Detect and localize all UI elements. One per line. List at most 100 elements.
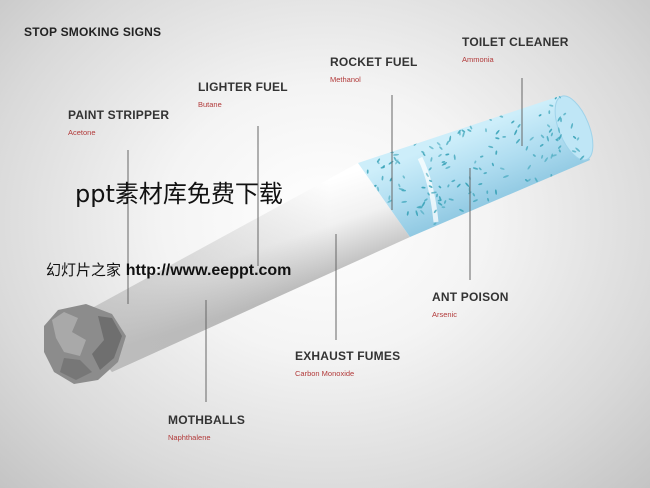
ash-tip-highlight: [52, 312, 86, 356]
filter-speck: [557, 116, 561, 122]
filter-speck: [544, 157, 549, 163]
watermark-url[interactable]: http://www.eeppt.com: [125, 262, 292, 279]
filter-speck: [427, 192, 430, 196]
filter-speck: [422, 152, 426, 157]
filter-speck: [393, 156, 397, 162]
cigarette-paper-shade: [70, 163, 410, 372]
filter-speck: [532, 154, 536, 157]
filter-speck: [573, 135, 577, 139]
filter-speck: [563, 112, 567, 116]
filter-speck: [445, 166, 451, 169]
watermark-line-1: ppt素材库免费下载: [75, 180, 283, 208]
filter-speck: [478, 183, 483, 186]
filter-end: [554, 95, 594, 161]
filter-speck: [514, 129, 518, 136]
label-name: EXHAUST FUMES: [295, 349, 401, 363]
filter-speck: [467, 129, 472, 132]
filter-speck: [382, 165, 385, 168]
label-chemical: Naphthalene: [168, 433, 211, 442]
filter-speck: [488, 145, 494, 149]
filter-speck: [451, 179, 456, 183]
filter-speck: [495, 150, 498, 155]
watermark-site-name: 幻灯片之家: [46, 261, 126, 279]
filter-speck: [398, 188, 405, 191]
filter-speck: [447, 184, 450, 188]
filter-speck: [421, 186, 426, 189]
filter-speck: [443, 200, 447, 204]
label-toilet-cleaner: TOILET CLEANER Ammonia: [462, 35, 569, 64]
filter-speck: [472, 199, 478, 203]
filter-speck: [548, 128, 553, 133]
filter-speck: [438, 185, 442, 189]
filter-speck: [499, 167, 505, 170]
filter-speck: [438, 196, 442, 202]
label-ant-poison: ANT POISON Arsenic: [432, 290, 509, 319]
filter-speck: [436, 193, 438, 198]
filter-speck: [381, 175, 384, 181]
ash-tip-dark: [60, 358, 92, 380]
filter-speck: [415, 210, 419, 217]
label-name: MOTHBALLS: [168, 413, 246, 427]
filter-speck: [539, 144, 544, 147]
filter-speck: [397, 161, 401, 165]
filter-speck: [428, 179, 433, 182]
filter-speck: [457, 129, 461, 134]
filter-speck: [453, 154, 456, 161]
label-chemical: Ammonia: [462, 55, 494, 64]
filter-speck: [576, 137, 580, 141]
watermark-line-2: 幻灯片之家 http://www.eeppt.com: [46, 259, 291, 280]
filter-speck: [575, 147, 581, 152]
filter-speck: [439, 146, 443, 150]
label-paint-stripper: PAINT STRIPPER Acetone: [68, 108, 169, 137]
filter-speck: [433, 222, 437, 225]
filter-speck: [540, 134, 545, 139]
filter-speck: [441, 206, 446, 209]
label-lighter-fuel: LIGHTER FUEL Butane: [198, 80, 288, 109]
filter-speck: [392, 153, 400, 156]
label-name: LIGHTER FUEL: [198, 80, 288, 94]
label-name: TOILET CLEANER: [462, 35, 569, 49]
filter-speck: [428, 167, 432, 171]
filter-speck: [538, 114, 542, 117]
filter-speck: [483, 172, 487, 175]
filter-speck: [436, 142, 441, 146]
filter-speck: [502, 175, 509, 178]
filter-speck: [395, 159, 399, 165]
filter-speck: [579, 155, 585, 160]
label-name: ANT POISON: [432, 290, 509, 304]
filter-speck: [524, 179, 529, 182]
filter-speck: [570, 123, 574, 129]
filter-speck: [511, 120, 515, 124]
filter-speck: [547, 124, 551, 128]
filter-speck: [377, 186, 380, 192]
label-name: ROCKET FUEL: [330, 55, 418, 69]
filter-speck: [548, 110, 551, 115]
filter-speck: [487, 197, 490, 202]
label-exhaust-fumes: EXHAUST FUMES Carbon Monoxide: [295, 349, 400, 378]
filter-speck: [438, 153, 442, 157]
filter-speck: [398, 183, 401, 188]
filter-speck: [462, 131, 465, 138]
label-chemical: Arsenic: [432, 310, 458, 319]
filter-speck: [527, 178, 531, 182]
filter-speck: [428, 185, 433, 188]
filter-speck: [472, 192, 475, 197]
filter-speck: [474, 160, 477, 164]
filter-speck: [445, 153, 450, 156]
label-name: PAINT STRIPPER: [68, 108, 170, 122]
filter-speck: [418, 205, 424, 208]
filter-speck: [465, 182, 470, 187]
filter-speck: [420, 209, 425, 215]
filter-speck: [437, 202, 443, 206]
filter-speck: [486, 190, 489, 194]
filter-speck: [491, 162, 494, 167]
filter-speck: [549, 104, 554, 107]
slide-title: STOP SMOKING SIGNS: [24, 25, 162, 39]
filter-speck: [388, 195, 391, 200]
filter-speck: [517, 124, 521, 128]
label-mothballs: MOTHBALLS Naphthalene: [168, 413, 245, 442]
filter-speck: [525, 146, 529, 151]
filter-speck: [546, 135, 549, 142]
